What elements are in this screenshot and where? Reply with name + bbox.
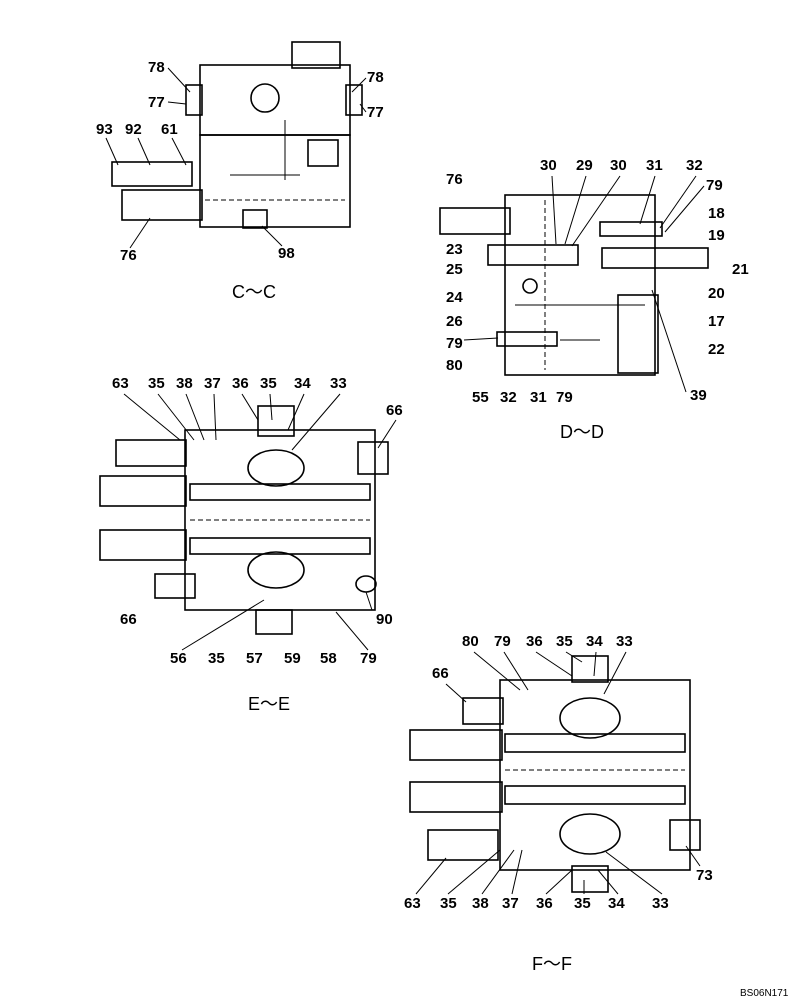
part-label: 80 xyxy=(446,357,463,374)
section-d-d-labels: 30 29 30 31 32 76 79 18 19 23 25 24 26 2… xyxy=(446,157,749,442)
part-label: 33 xyxy=(330,375,347,392)
part-label: 17 xyxy=(708,313,725,330)
part-label: 79 xyxy=(446,335,463,352)
part-label: 93 xyxy=(96,121,113,138)
part-label: 30 xyxy=(610,157,627,174)
section-d-d-drawing xyxy=(439,194,709,376)
part-label: 31 xyxy=(530,389,547,406)
part-label: 24 xyxy=(446,289,463,306)
part-label: 79 xyxy=(706,177,723,194)
section-f-f-drawing xyxy=(409,655,701,893)
part-label: 36 xyxy=(536,895,553,912)
part-label: 18 xyxy=(708,205,725,222)
part-label: 76 xyxy=(446,171,463,188)
section-e-e-labels: 63 35 38 37 36 35 34 33 66 66 90 56 35 5… xyxy=(112,375,403,714)
part-label: 57 xyxy=(246,650,263,667)
part-label: 77 xyxy=(367,104,384,121)
part-label: 32 xyxy=(500,389,517,406)
part-label: 66 xyxy=(432,665,449,682)
part-label: 61 xyxy=(161,121,178,138)
part-label: 90 xyxy=(376,611,393,628)
part-label: 59 xyxy=(284,650,301,667)
drawing-reference: BS06N171 xyxy=(740,988,789,999)
part-label: 37 xyxy=(204,375,221,392)
part-label: 66 xyxy=(386,402,403,419)
part-label: 79 xyxy=(556,389,573,406)
section-title-e-e: E～E xyxy=(248,694,290,714)
part-label: 31 xyxy=(646,157,663,174)
part-label: 33 xyxy=(616,633,633,650)
part-label: 63 xyxy=(112,375,129,392)
part-label: 29 xyxy=(576,157,593,174)
part-label: 37 xyxy=(502,895,519,912)
part-label: 34 xyxy=(608,895,625,912)
part-label: 56 xyxy=(170,650,187,667)
part-label: 77 xyxy=(148,94,165,111)
part-label: 20 xyxy=(708,285,725,302)
part-label: 39 xyxy=(690,387,707,404)
part-label: 35 xyxy=(260,375,277,392)
part-label: 36 xyxy=(232,375,249,392)
part-label: 35 xyxy=(556,633,573,650)
part-label: 19 xyxy=(708,227,725,244)
part-label: 80 xyxy=(462,633,479,650)
part-label: 92 xyxy=(125,121,142,138)
part-label: 78 xyxy=(367,69,384,86)
part-label: 98 xyxy=(278,245,295,262)
part-label: 73 xyxy=(696,867,713,884)
part-label: 30 xyxy=(540,157,557,174)
part-label: 38 xyxy=(176,375,193,392)
part-label: 79 xyxy=(360,650,377,667)
part-label: 63 xyxy=(404,895,421,912)
section-f-f-labels: 80 79 36 35 34 33 66 73 63 35 38 37 36 3… xyxy=(404,633,713,974)
part-label: 35 xyxy=(208,650,225,667)
part-label: 25 xyxy=(446,261,463,278)
part-label: 21 xyxy=(732,261,749,278)
part-label: 32 xyxy=(686,157,703,174)
part-label: 36 xyxy=(526,633,543,650)
part-label: 34 xyxy=(586,633,603,650)
section-title-c-c: C～C xyxy=(232,282,276,302)
section-c-c-drawing xyxy=(111,41,363,229)
part-label: 35 xyxy=(574,895,591,912)
section-title-f-f: F～F xyxy=(532,954,572,974)
part-label: 35 xyxy=(440,895,457,912)
part-label: 33 xyxy=(652,895,669,912)
part-label: 58 xyxy=(320,650,337,667)
part-label: 38 xyxy=(472,895,489,912)
part-label: 35 xyxy=(148,375,165,392)
part-label: 26 xyxy=(446,313,463,330)
part-label: 55 xyxy=(472,389,489,406)
part-label: 23 xyxy=(446,241,463,258)
part-label: 34 xyxy=(294,375,311,392)
section-e-e-drawing xyxy=(99,405,389,635)
part-label: 22 xyxy=(708,341,725,358)
part-label: 78 xyxy=(148,59,165,76)
part-label: 76 xyxy=(120,247,137,264)
section-c-c-labels: 78 77 78 77 93 92 61 76 98 C～C xyxy=(96,59,384,302)
part-label: 79 xyxy=(494,633,511,650)
section-title-d-d: D～D xyxy=(560,422,604,442)
part-label: 66 xyxy=(120,611,137,628)
